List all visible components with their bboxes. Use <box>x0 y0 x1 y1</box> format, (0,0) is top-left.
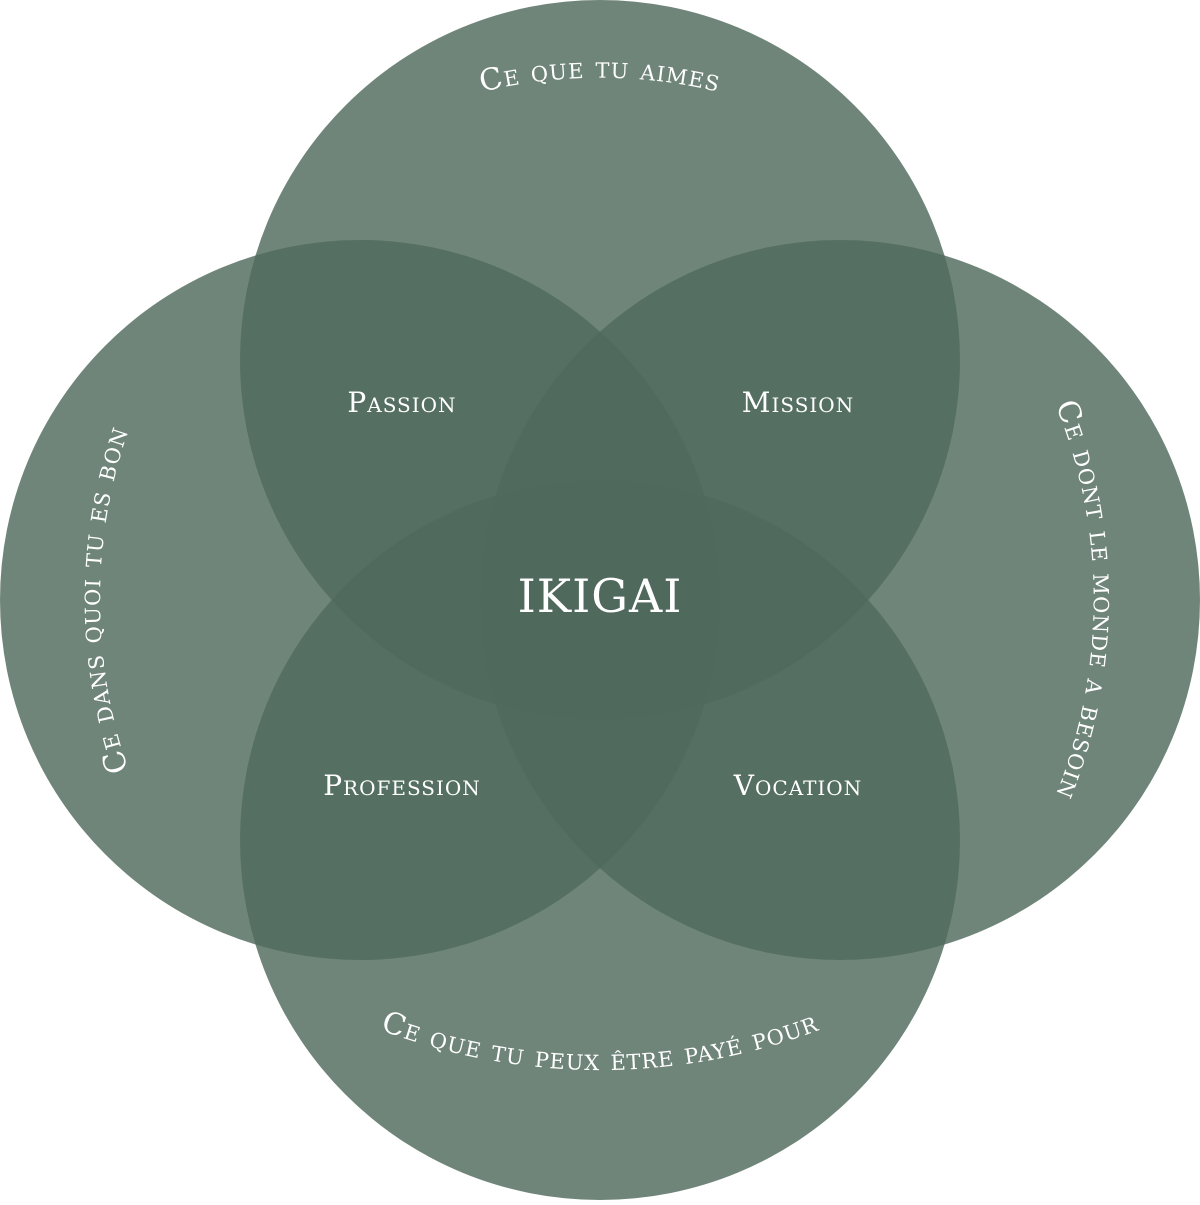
center-ikigai-label: IKIGAI <box>518 569 683 623</box>
region-vocation-label: Vocation <box>733 769 862 802</box>
region-profession-label: Profession <box>323 769 481 802</box>
circle-left <box>0 240 720 960</box>
region-passion-label: Passion <box>347 386 456 419</box>
region-mission-label: Mission <box>742 386 854 419</box>
